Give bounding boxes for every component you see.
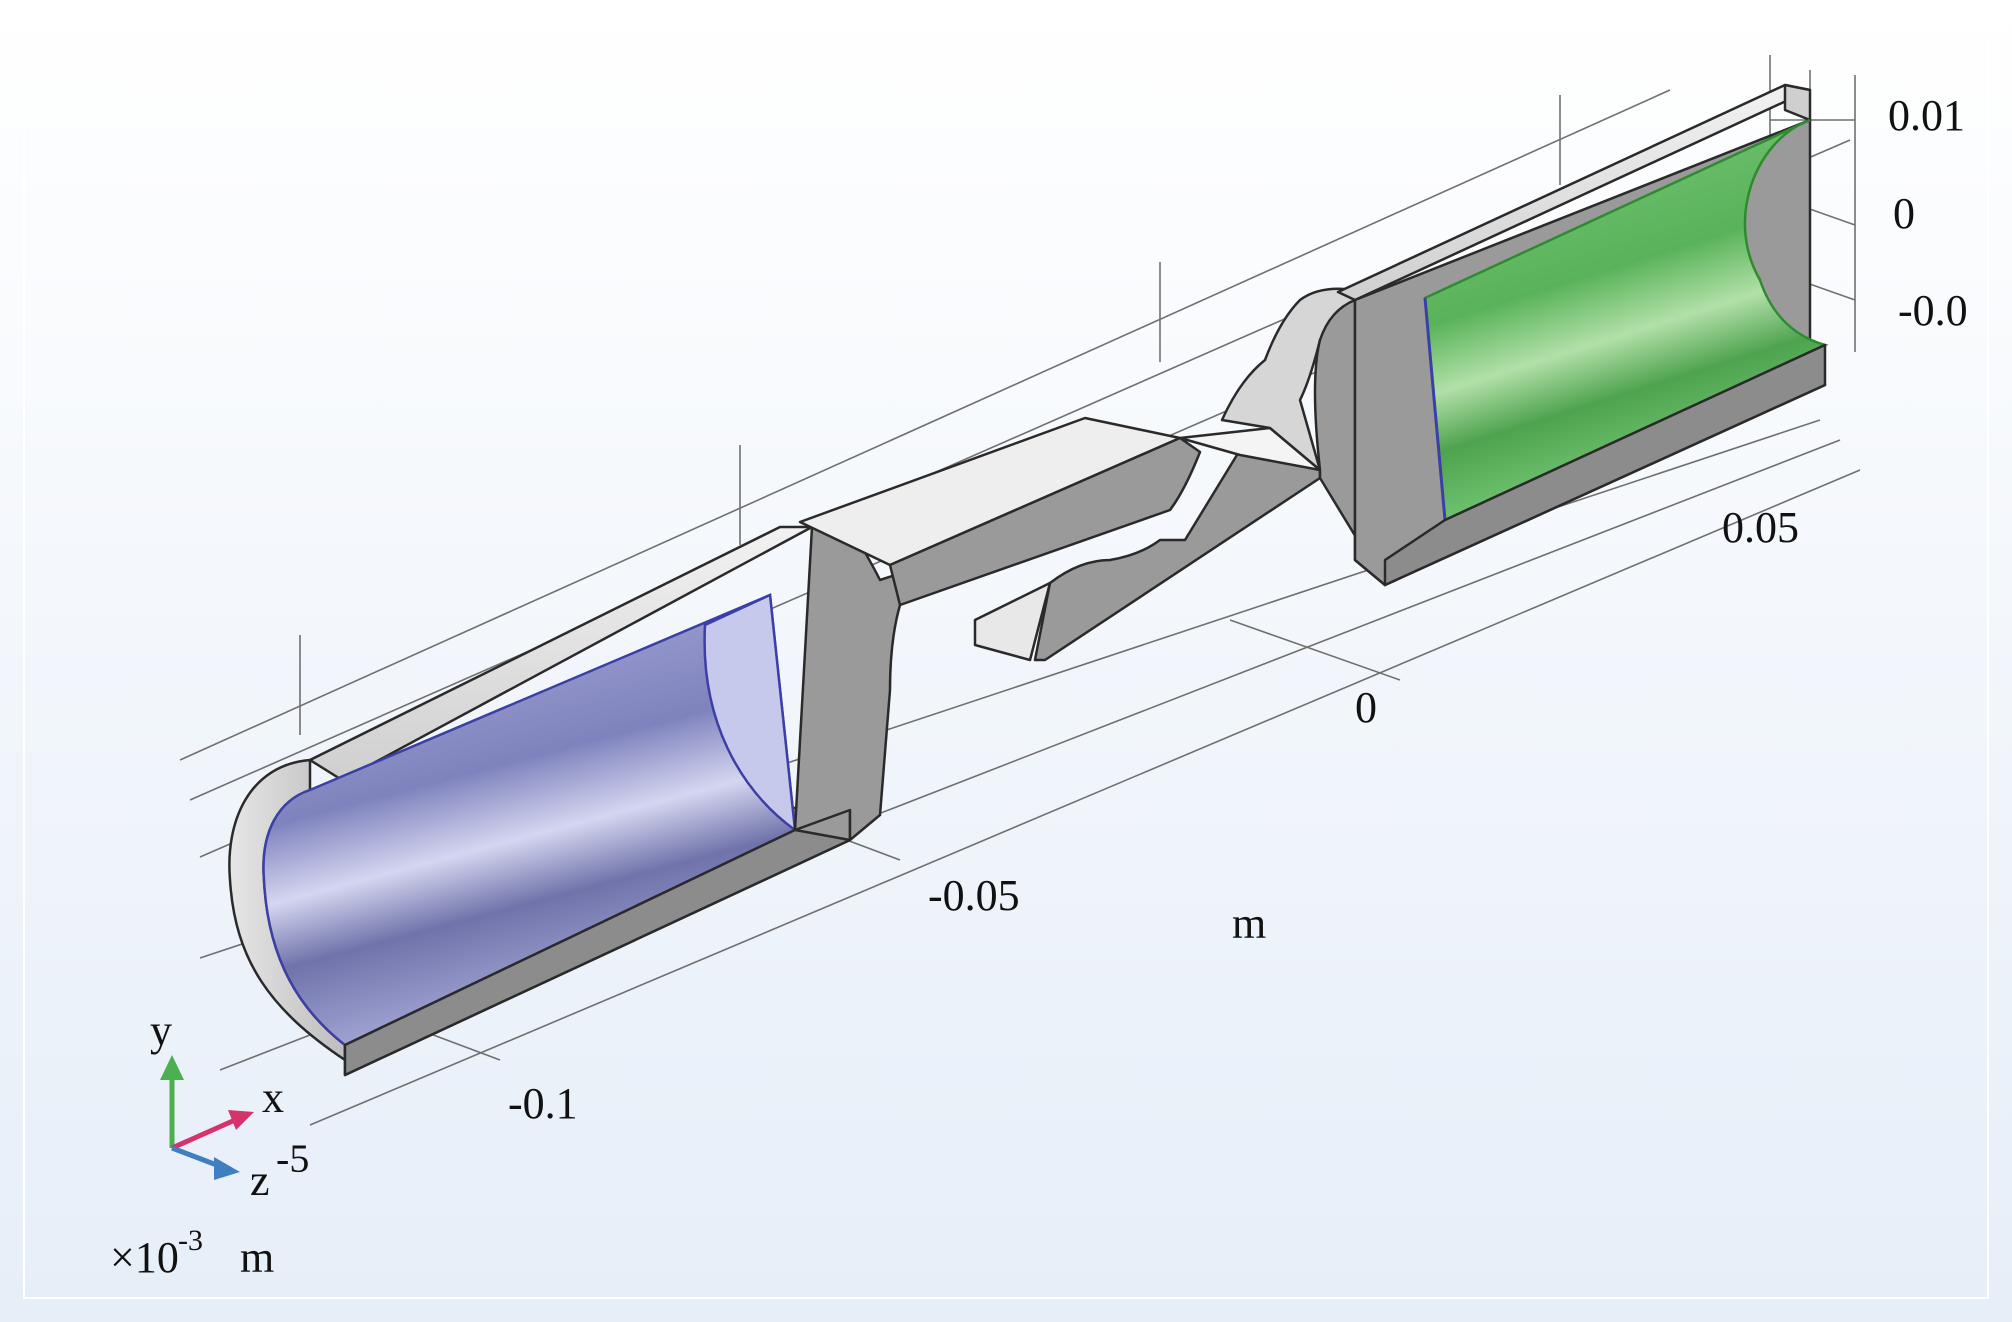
- triad-x-axis: [170, 1117, 237, 1151]
- x-tick-0: 0: [1355, 683, 1377, 732]
- scale-exponent: -3: [178, 1224, 203, 1257]
- triad-y-label: y: [150, 1006, 172, 1055]
- lower-jaw-small-face: [973, 581, 1052, 662]
- axis-triad: y x z -5: [150, 1006, 309, 1205]
- scale-prefix: ×10: [110, 1233, 179, 1282]
- triad-x-label: x: [262, 1073, 284, 1122]
- y-tick-neg-0.0: -0.0: [1898, 286, 1968, 335]
- right-tube-lip: [1383, 343, 1827, 587]
- scale-note: ×10 -3 m: [110, 1224, 274, 1282]
- x-tick-neg-0.1: -0.1: [508, 1079, 578, 1128]
- x-axis-unit: m: [1232, 899, 1266, 948]
- upper-jaw[interactable]: [798, 416, 1202, 607]
- viewport-frame: [23, 23, 1989, 1299]
- right-bore-surface[interactable]: [1423, 118, 1829, 522]
- upper-jaw-side-face: [888, 436, 1202, 607]
- triad-y-arrow-icon: [160, 1055, 184, 1080]
- right-bore-edge: [1423, 297, 1447, 521]
- left-tube[interactable]: [228, 525, 852, 1077]
- triad-z-axis: [171, 1145, 223, 1170]
- triad-exponent: -5: [276, 1136, 309, 1181]
- x-tick-labels: -0.1 -0.05 0 0.05 m: [508, 503, 1799, 1128]
- y-tick-0: 0: [1893, 189, 1915, 238]
- left-bore-surface[interactable]: [262, 593, 797, 1047]
- right-tube[interactable]: [1336, 83, 1829, 587]
- y-tick-0.01: 0.01: [1888, 91, 1965, 140]
- left-bore-end: [703, 593, 797, 833]
- x-tick-0.05: 0.05: [1722, 503, 1799, 552]
- triad-x-arrow-icon: [228, 1110, 254, 1130]
- y-tick-labels: 0.01 0 -0.0: [1888, 91, 1968, 335]
- scale-unit: m: [240, 1233, 274, 1282]
- x-tick-neg-0.05: -0.05: [928, 871, 1020, 920]
- triad-z-label: z: [250, 1156, 270, 1205]
- triad-z-arrow-icon: [214, 1157, 240, 1180]
